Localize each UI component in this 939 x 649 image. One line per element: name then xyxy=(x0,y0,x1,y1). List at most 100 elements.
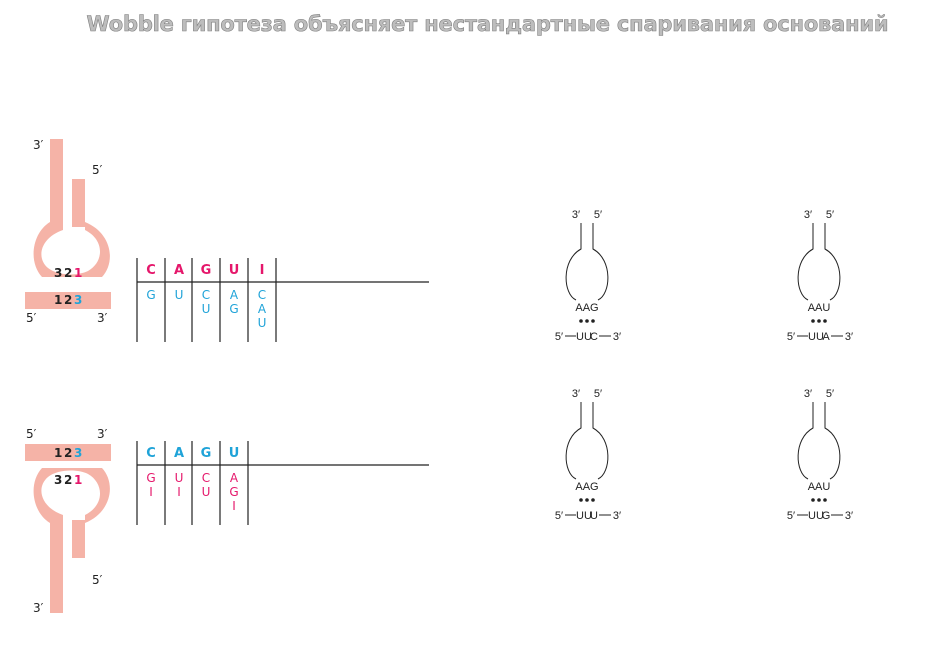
bottom-anticodon-loop xyxy=(33,468,110,523)
table-pairing-base: C xyxy=(202,471,210,485)
base-pair-dot xyxy=(591,498,595,502)
table-header-base: I xyxy=(260,263,265,278)
wobble-anticodon: AAG xyxy=(575,481,598,493)
table-pairing-base: I xyxy=(149,485,153,499)
wobble-codon-wobble-base: U xyxy=(590,510,598,522)
wobble-mrna-five-prime: 5′ xyxy=(555,331,563,343)
base-pair-dot xyxy=(585,319,589,323)
wobble-mrna-five-prime: 5′ xyxy=(787,331,795,343)
top-stem-left-strand xyxy=(50,139,63,227)
wobble-loop-three-prime: 3′ xyxy=(572,209,580,221)
wobble-codon-prefix: UU xyxy=(576,510,592,522)
bottom-stem-right-strand xyxy=(72,520,85,558)
top-anticodon-loop xyxy=(33,222,110,277)
wobble-mrna-five-prime: 5′ xyxy=(555,510,563,522)
bottom-bar-three-prime: 3′ xyxy=(97,427,108,441)
wobble-loop-five-prime: 5′ xyxy=(826,388,834,400)
wobble-loop-five-prime: 5′ xyxy=(594,209,602,221)
wobble-loop-three-prime: 3′ xyxy=(572,388,580,400)
bottom-anticodon-pos-2: 2 xyxy=(64,473,72,487)
bottom-trna-hairpin xyxy=(25,444,111,613)
table-pairing-base: C xyxy=(202,288,210,302)
wobble-codon-prefix: UU xyxy=(808,331,824,343)
wobble-trna-outline xyxy=(797,223,841,301)
wobble-mrna-five-prime: 5′ xyxy=(787,510,795,522)
wobble-loop-five-prime: 5′ xyxy=(594,388,602,400)
table-header-base: C xyxy=(146,263,156,278)
wobble-codon-wobble-base: G xyxy=(822,510,831,522)
bottom-loop-five-prime: 5′ xyxy=(92,573,103,587)
top-codon-pos-1: 1 xyxy=(54,293,62,307)
top-codon-bar xyxy=(25,292,111,309)
base-pair-dot xyxy=(811,498,815,502)
table-pairing-base: G xyxy=(229,485,238,499)
top-bar-three-prime: 3′ xyxy=(97,311,108,325)
top-loop-five-prime: 5′ xyxy=(92,163,103,177)
wobble-anticodon: AAU xyxy=(808,302,831,314)
bottom-bar-five-prime: 5′ xyxy=(26,427,37,441)
wobble-anticodon: AAG xyxy=(575,302,598,314)
table-pairing-base: C xyxy=(258,288,266,302)
table-pairing-base: G xyxy=(229,302,238,316)
table-pairing-base: A xyxy=(258,302,267,316)
wobble-anticodon: AAU xyxy=(808,481,831,493)
page-title: Wobble гипотеза объясняет нестандартные … xyxy=(86,12,889,37)
wobble-mrna-three-prime: 3′ xyxy=(845,510,853,522)
table-pairing-base: G xyxy=(146,471,155,485)
wobble-trna-outline xyxy=(797,402,841,480)
table-header-base: U xyxy=(229,446,240,461)
table-pairing-base: I xyxy=(177,485,181,499)
top-codon-pos-2: 2 xyxy=(64,293,72,307)
bottom-anticodon-pos-3: 3 xyxy=(54,473,62,487)
table-pairing-base: U xyxy=(202,485,211,499)
bottom-codon-pos-2: 2 xyxy=(64,446,72,460)
wobble-mrna-three-prime: 3′ xyxy=(613,331,621,343)
wobble-mrna-three-prime: 3′ xyxy=(613,510,621,522)
top-anticodon-pos-1: 1 xyxy=(74,266,82,280)
base-pair-dot xyxy=(579,319,583,323)
table-pairing-base: G xyxy=(146,288,155,302)
wobble-loop-five-prime: 5′ xyxy=(826,209,834,221)
table-pairing-base: A xyxy=(230,288,239,302)
table-pairing-base: U xyxy=(175,471,184,485)
wobble-mrna-three-prime: 3′ xyxy=(845,331,853,343)
table-pairing-base: I xyxy=(232,499,236,513)
top-anticodon-pos-2: 2 xyxy=(64,266,72,280)
table-header-base: U xyxy=(229,263,240,278)
base-pair-dot xyxy=(817,319,821,323)
bottom-stem-left-strand xyxy=(50,520,63,613)
top-trna-hairpin xyxy=(25,139,111,309)
bottom-pairing-table xyxy=(136,441,429,525)
base-pair-dot xyxy=(591,319,595,323)
wobble-trna-outline xyxy=(565,402,609,480)
bottom-anticodon-pos-1: 1 xyxy=(74,473,82,487)
wobble-example-panel: 3′ 5′ AAG 5′ UUU 3′ xyxy=(555,388,621,522)
wobble-codon-prefix: UU xyxy=(576,331,592,343)
table-header-base: C xyxy=(146,446,156,461)
top-bar-five-prime: 5′ xyxy=(26,311,37,325)
top-pairing-table xyxy=(136,258,429,342)
base-pair-dot xyxy=(823,319,827,323)
table-header-base: G xyxy=(201,263,212,278)
top-anticodon-pos-3: 3 xyxy=(54,266,62,280)
wobble-trna-outline xyxy=(565,223,609,301)
top-codon-pos-3: 3 xyxy=(74,293,82,307)
table-pairing-base: U xyxy=(175,288,184,302)
table-pairing-base: U xyxy=(258,316,267,330)
base-pair-dot xyxy=(817,498,821,502)
bottom-codon-bar xyxy=(25,444,111,461)
base-pair-dot xyxy=(811,319,815,323)
bottom-loop-three-prime: 3′ xyxy=(33,601,44,615)
bottom-codon-pos-1: 1 xyxy=(54,446,62,460)
base-pair-dot xyxy=(579,498,583,502)
base-pair-dot xyxy=(585,498,589,502)
wobble-codon-wobble-base: A xyxy=(822,331,830,343)
table-header-base: G xyxy=(201,446,212,461)
